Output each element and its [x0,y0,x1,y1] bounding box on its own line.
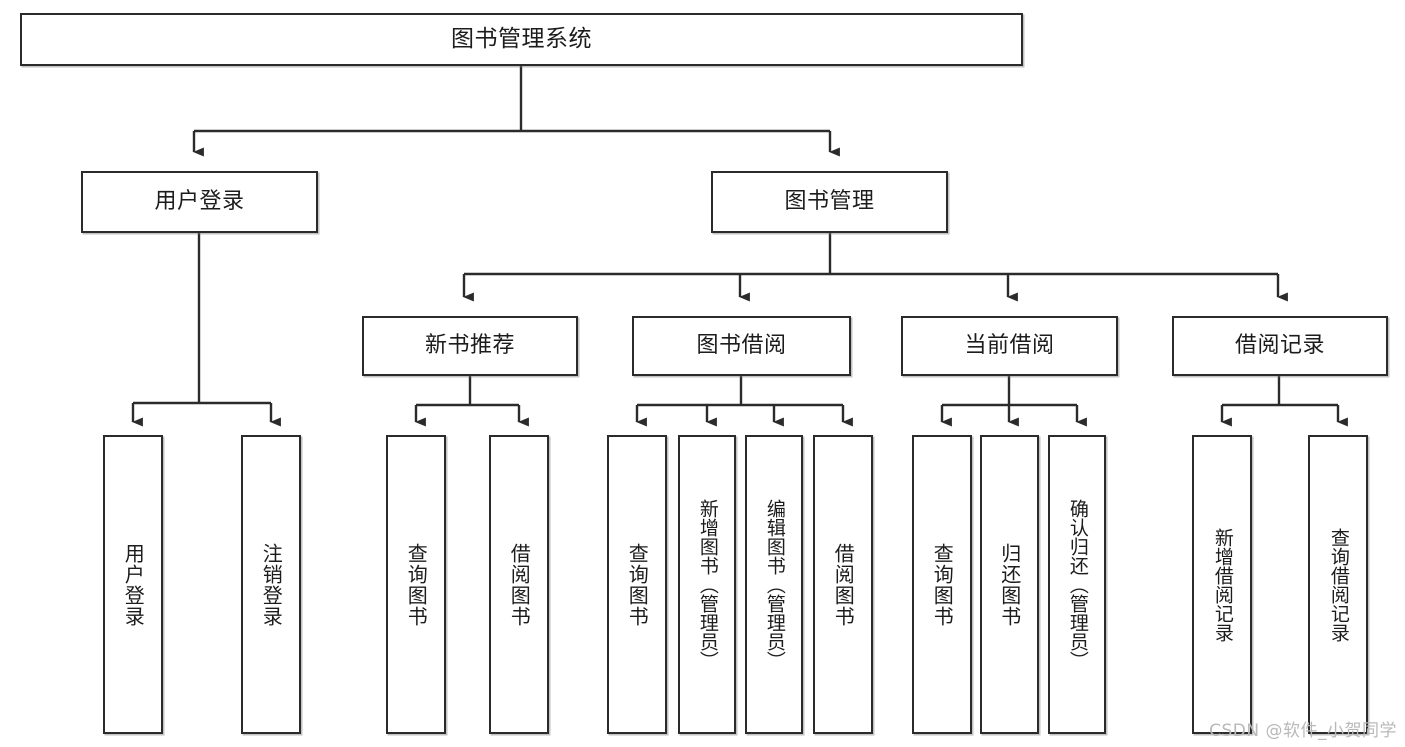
leaf-add-book-admin[interactable]: 新增图书（管理员） [678,435,736,734]
node-user-login-label: 用户登录 [154,189,245,215]
leaf-add-borrow-record-label: 新增借阅记录 [1211,527,1234,642]
leaf-add-borrow-record[interactable]: 新增借阅记录 [1192,435,1252,734]
node-root-system[interactable]: 图书管理系统 [20,13,1023,66]
leaf-query-book-2-label: 查询图书 [625,542,650,627]
leaf-logout-login[interactable]: 注销登录 [241,435,301,734]
leaf-user-login[interactable]: 用户登录 [103,435,163,734]
leaf-user-login-label: 用户登录 [121,542,146,627]
node-book-manage[interactable]: 图书管理 [711,171,948,233]
leaf-query-borrow-record[interactable]: 查询借阅记录 [1308,435,1368,734]
leaf-borrow-book-2[interactable]: 借阅图书 [813,435,873,734]
node-book-manage-label: 图书管理 [784,189,875,215]
node-new-book-recommend-label: 新书推荐 [424,333,515,359]
leaf-borrow-book-1[interactable]: 借阅图书 [489,435,549,734]
node-book-borrow-label: 图书借阅 [696,333,787,359]
node-current-borrow-label: 当前借阅 [964,333,1055,359]
leaf-return-book-label: 归还图书 [997,542,1022,627]
leaf-borrow-book-1-label: 借阅图书 [507,542,532,627]
leaf-query-book-1[interactable]: 查询图书 [386,435,446,734]
leaf-borrow-book-2-label: 借阅图书 [831,542,856,627]
leaf-edit-book-admin[interactable]: 编辑图书（管理员） [745,435,803,734]
leaf-edit-book-admin-label: 编辑图书（管理员） [763,499,786,670]
node-new-book-recommend[interactable]: 新书推荐 [362,316,578,376]
leaf-query-borrow-record-label: 查询借阅记录 [1327,527,1350,642]
node-current-borrow[interactable]: 当前借阅 [901,316,1118,376]
leaf-query-book-3[interactable]: 查询图书 [912,435,972,734]
leaf-add-book-admin-label: 新增图书（管理员） [696,499,719,670]
leaf-query-book-1-label: 查询图书 [404,542,429,627]
node-user-login[interactable]: 用户登录 [81,171,318,233]
leaf-return-book[interactable]: 归还图书 [980,435,1039,734]
leaf-query-book-3-label: 查询图书 [930,542,955,627]
node-borrow-record-label: 借阅记录 [1234,333,1325,359]
leaf-logout-login-label: 注销登录 [259,542,284,627]
csdn-watermark: CSDN @软件_小贺同学 [1209,721,1397,741]
node-borrow-record[interactable]: 借阅记录 [1172,316,1388,376]
leaf-query-book-2[interactable]: 查询图书 [607,435,667,734]
node-book-borrow[interactable]: 图书借阅 [632,316,851,376]
node-root-system-label: 图书管理系统 [451,25,592,52]
leaf-confirm-return-admin-label: 确认归还（管理员） [1066,499,1089,670]
leaf-confirm-return-admin[interactable]: 确认归还（管理员） [1048,435,1106,734]
